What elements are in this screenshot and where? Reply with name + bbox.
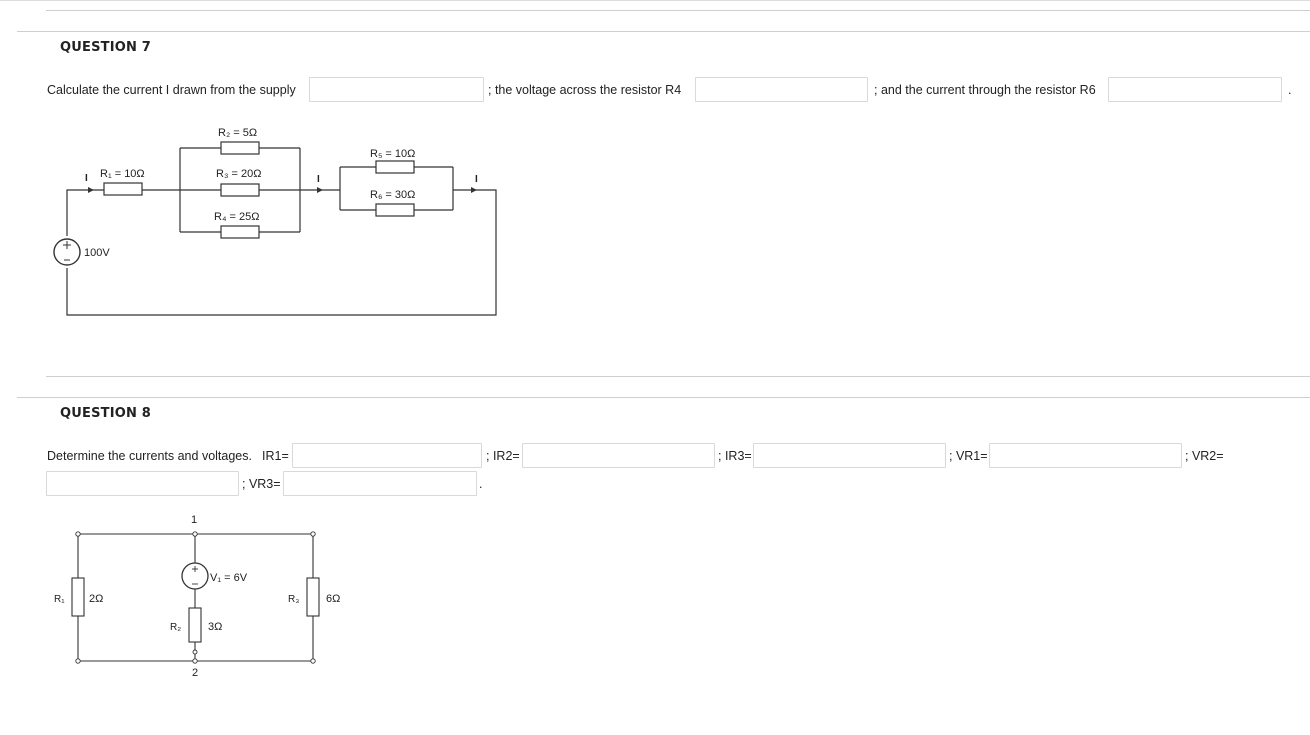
q7-supply-current-input[interactable] <box>309 77 484 102</box>
q8-node-bottom: 2 <box>192 667 198 679</box>
q8-label-vr2: ; VR2= <box>1185 449 1224 463</box>
q8-vr1-input[interactable] <box>989 443 1182 468</box>
divider-q7 <box>17 31 1310 32</box>
q7-label-current-left: I <box>85 173 88 184</box>
q7-label-r2: R₂ = 5Ω <box>218 127 257 139</box>
q7-label-r1: R₁ = 10Ω <box>100 168 145 180</box>
q8-prompt: Determine the currents and voltages. <box>47 449 252 463</box>
q7-label-r3: R₃ = 20Ω <box>216 168 261 180</box>
q7-circuit-diagram: R₁ = 10Ω I R₂ = 5Ω R₃ = 20Ω R₄ = 25Ω I R… <box>53 127 497 316</box>
q8-circuit-diagram: 1 2 R₁ 2Ω V₁ = 6V R₂ 3Ω R₃ 6Ω <box>54 514 340 679</box>
q7-current-r6-input[interactable] <box>1108 77 1282 102</box>
q8-label-source: V₁ = 6V <box>210 572 248 584</box>
q8-label-ir2: ; IR2= <box>486 449 520 463</box>
q7-prompt-part3: ; and the current through the resistor R… <box>874 83 1096 97</box>
q8-label-r2-value: 3Ω <box>208 621 222 633</box>
q7-label-r5: R₅ = 10Ω <box>370 148 415 160</box>
q8-label-ir1: IR1= <box>262 449 289 463</box>
q8-label-r3-value: 6Ω <box>326 593 340 605</box>
q8-label-ir3: ; IR3= <box>718 449 752 463</box>
q7-label-r6: R₆ = 30Ω <box>370 189 415 201</box>
q8-label-r1-value: 2Ω <box>89 593 103 605</box>
q7-label-r4: R₄ = 25Ω <box>214 211 259 223</box>
q7-prompt-part1: Calculate the current I drawn from the s… <box>47 83 296 97</box>
q8-vr2-input[interactable] <box>46 471 239 496</box>
q8-ir1-input[interactable] <box>292 443 482 468</box>
q8-ir3-input[interactable] <box>753 443 946 468</box>
q8-end-period: . <box>479 477 483 491</box>
q8-label-r2-name: R₂ <box>170 622 181 633</box>
q7-label-source: 100V <box>84 247 110 259</box>
q7-prompt-part2: ; the voltage across the resistor R4 <box>488 83 682 97</box>
q7-end-period: . <box>1288 83 1292 97</box>
divider-between-1 <box>46 376 1310 377</box>
q7-voltage-r4-input[interactable] <box>695 77 868 102</box>
q7-label-current-right: I <box>475 174 478 185</box>
q7-label-current-mid: I <box>317 174 320 185</box>
top-border <box>0 0 1310 1</box>
divider-top <box>46 10 1310 11</box>
q8-label-vr3: ; VR3= <box>242 477 281 491</box>
question-7-title: QUESTION 7 <box>60 40 152 55</box>
question-8-title: QUESTION 8 <box>60 406 152 421</box>
divider-between-2 <box>17 397 1310 398</box>
q8-label-r3-name: R₃ <box>288 594 299 605</box>
q8-ir2-input[interactable] <box>522 443 715 468</box>
q8-node-top: 1 <box>191 514 197 526</box>
q8-label-r1-name: R₁ <box>54 594 65 605</box>
q8-label-vr1: ; VR1= <box>949 449 988 463</box>
q8-vr3-input[interactable] <box>283 471 477 496</box>
